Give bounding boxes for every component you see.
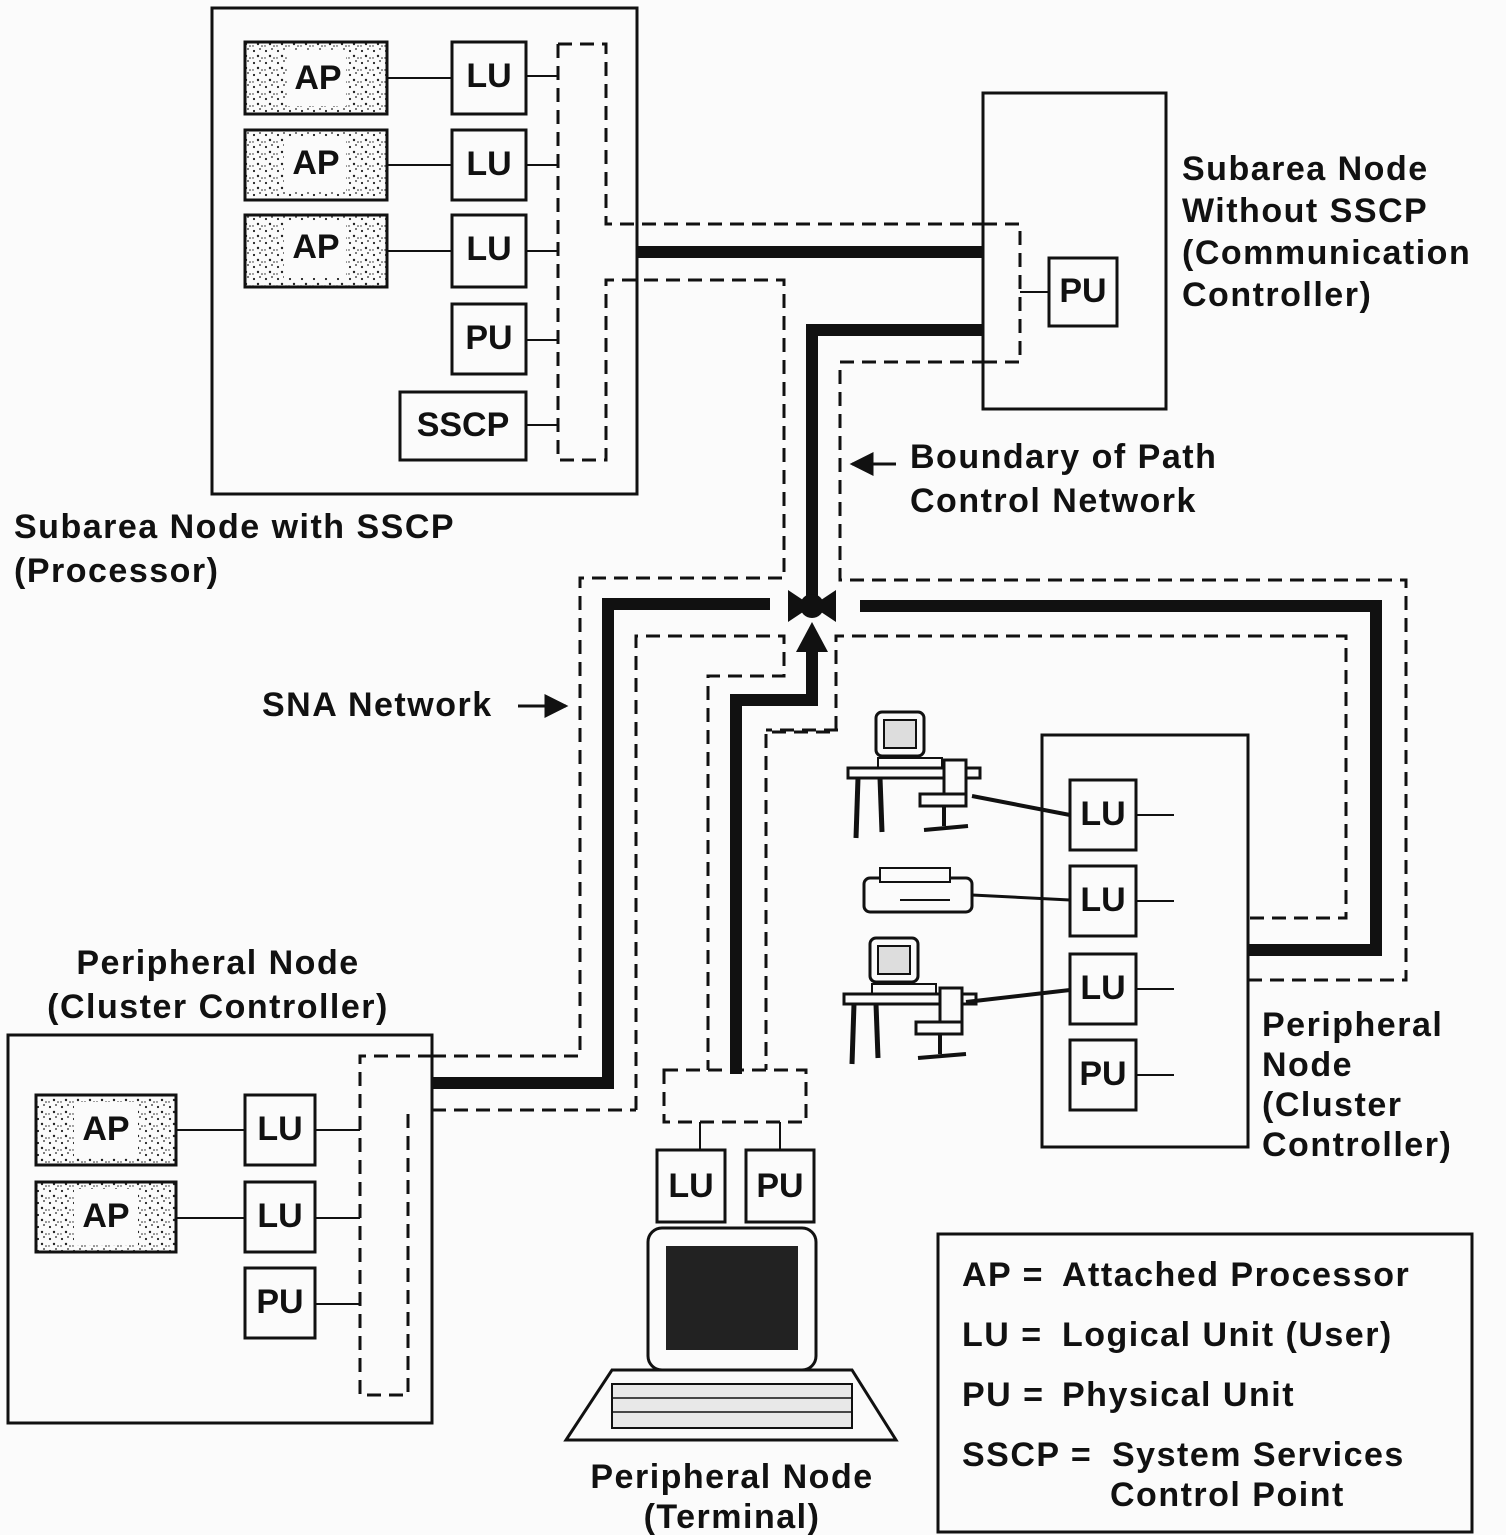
svg-text:LU: LU	[466, 230, 511, 268]
pu-box: PU	[1049, 258, 1117, 326]
subarea-sscp-caption: Subarea Node with SSCP (Processor)	[14, 508, 455, 590]
svg-text:SSCP: SSCP	[417, 406, 510, 444]
terminal-icon	[566, 1228, 896, 1440]
svg-text:LU: LU	[257, 1110, 302, 1148]
legend-def-lu: Logical Unit (User)	[1062, 1316, 1393, 1354]
svg-text:Peripheral Node: Peripheral Node	[76, 944, 359, 982]
svg-text:PU: PU	[465, 319, 512, 357]
lu-box: LU	[245, 1182, 315, 1252]
svg-text:AP: AP	[82, 1197, 129, 1235]
boundary-label-line1: Boundary of Path	[910, 438, 1217, 476]
legend-def-sscp: System Services	[1112, 1436, 1405, 1474]
lu-box: LU	[452, 42, 526, 114]
workstation-icon	[848, 712, 980, 838]
boundary-label-line2: Control Network	[910, 482, 1197, 520]
lu-box: LU	[1070, 780, 1136, 850]
lu-box: LU	[1070, 866, 1136, 936]
ap-box: AP	[36, 1182, 176, 1252]
svg-text:LU: LU	[466, 57, 511, 95]
ap-box: AP	[36, 1095, 176, 1165]
ap-box-3: AP	[245, 215, 387, 287]
workstation-icon	[844, 938, 976, 1064]
ap-label: AP	[294, 59, 341, 97]
ap-label: AP	[292, 144, 339, 182]
svg-text:Subarea Node: Subarea Node	[1182, 150, 1429, 188]
legend-def-sscp-cont: Control Point	[1110, 1476, 1345, 1514]
pu-box: PU	[1070, 1040, 1136, 1110]
ap-box-2: AP	[245, 130, 387, 200]
svg-text:Peripheral Node: Peripheral Node	[590, 1458, 873, 1496]
svg-text:(Cluster Controller): (Cluster Controller)	[47, 988, 389, 1026]
svg-text:LU: LU	[1080, 881, 1125, 919]
peripheral-node-cluster-right: LU LU LU PU Peripheral Node (Cluster Con…	[844, 712, 1452, 1164]
sscp-box: SSCP	[400, 392, 526, 460]
pu-box: PU	[452, 304, 526, 374]
peripheral-cluster-right-caption: Peripheral Node (Cluster Controller)	[1262, 1006, 1452, 1164]
svg-text:LU: LU	[257, 1197, 302, 1235]
svg-text:(Terminal): (Terminal)	[644, 1498, 821, 1535]
boundary-annotation: Boundary of Path Control Network	[852, 438, 1217, 520]
legend: AP = Attached Processor LU = Logical Uni…	[938, 1234, 1472, 1532]
legend-def-pu: Physical Unit	[1062, 1376, 1295, 1414]
svg-text:Controller): Controller)	[1262, 1126, 1452, 1164]
svg-text:PU: PU	[756, 1167, 803, 1205]
peripheral-node-terminal: LU PU Peripheral Node (Terminal)	[566, 1070, 896, 1535]
subarea-node-without-sscp: PU	[983, 93, 1166, 409]
lu-box: LU	[1070, 954, 1136, 1024]
printer-icon	[864, 868, 972, 912]
svg-text:(Cluster: (Cluster	[1262, 1086, 1402, 1124]
sna-network-label: SNA Network	[262, 686, 493, 724]
svg-text:PU: PU	[1059, 272, 1106, 310]
sna-network-annotation: SNA Network	[262, 686, 566, 724]
lu-box: LU	[657, 1150, 725, 1222]
svg-text:Peripheral: Peripheral	[1262, 1006, 1443, 1044]
subarea-no-sscp-caption: Subarea Node Without SSCP (Communication…	[1182, 150, 1471, 314]
svg-text:PU: PU	[256, 1283, 303, 1321]
legend-def-ap: Attached Processor	[1062, 1256, 1410, 1294]
pu-box: PU	[245, 1268, 315, 1338]
svg-text:LU: LU	[1080, 795, 1125, 833]
ap-box-1: AP	[245, 42, 387, 114]
ap-label: AP	[292, 228, 339, 266]
legend-term-ap: AP =	[962, 1256, 1044, 1294]
legend-term-lu: LU =	[962, 1316, 1043, 1354]
svg-text:(Processor): (Processor)	[14, 552, 219, 590]
lu-box: LU	[245, 1095, 315, 1165]
svg-text:PU: PU	[1079, 1055, 1126, 1093]
svg-text:Node: Node	[1262, 1046, 1353, 1084]
svg-text:LU: LU	[668, 1167, 713, 1205]
svg-text:AP: AP	[82, 1110, 129, 1148]
svg-text:Controller): Controller)	[1182, 276, 1372, 314]
pu-box: PU	[746, 1150, 814, 1222]
svg-text:(Communication: (Communication	[1182, 234, 1471, 272]
legend-term-pu: PU =	[962, 1376, 1045, 1414]
legend-term-sscp: SSCP =	[962, 1436, 1092, 1474]
svg-text:LU: LU	[1080, 969, 1125, 1007]
lu-box: LU	[452, 215, 526, 287]
svg-text:Subarea Node with SSCP: Subarea Node with SSCP	[14, 508, 455, 546]
lu-box: LU	[452, 130, 526, 200]
peripheral-node-cluster-left: Peripheral Node (Cluster Controller) AP …	[8, 944, 432, 1423]
svg-text:LU: LU	[466, 145, 511, 183]
svg-text:Without SSCP: Without SSCP	[1182, 192, 1428, 230]
